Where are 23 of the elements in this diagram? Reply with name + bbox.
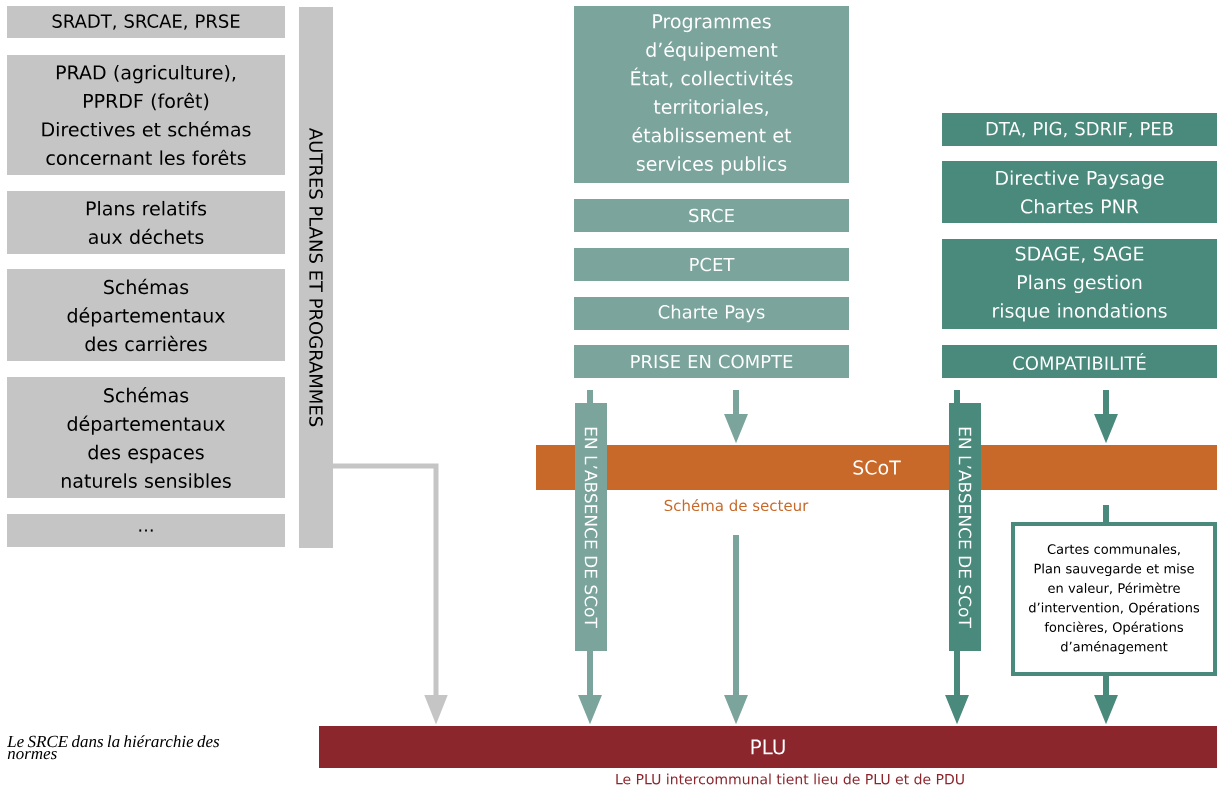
plan-box: SRADT, SRCAE, PRSE	[7, 6, 285, 38]
plan-box: Schémas départementaux des espaces naturels sensibles	[7, 377, 285, 498]
plan-box: DTA, PIG, SDRIF, PEB	[942, 113, 1217, 146]
plan-box: SDAGE, SAGE Plans gestion risque inondations	[942, 239, 1217, 329]
beside-label: Schéma de secteur	[664, 498, 809, 512]
plan-box: PRAD (agriculture), PPRDF (forêt) Directives et schémas concernant les forêts	[7, 55, 285, 175]
plan-box: Directive Paysage Chartes PNR	[942, 161, 1217, 223]
plan-box: PCET	[574, 248, 849, 281]
caption: Le SRCE dans la hiérarchie des normes	[7, 735, 220, 760]
plan-box: Charte Pays	[574, 297, 849, 330]
plan-box: Programmes d’équipement État, collectivités territoriales, établissement et services publics	[574, 6, 849, 183]
plu-band: PLU	[319, 726, 1217, 768]
plan-box: COMPATIBILITÉ	[942, 345, 1217, 378]
plan-box: ...	[7, 514, 285, 547]
plan-box: Plans relatifs aux déchets	[7, 191, 285, 254]
vertical-band: AUTRES PLANS ET PROGRAMMES	[299, 7, 333, 548]
plan-box: Cartes communales, Plan sauvegarde et mise en valeur, Périmètre d’intervention, Opérations foncières, Opérations d’aménagement	[1011, 522, 1217, 676]
plan-box: PRISE EN COMPTE	[574, 345, 849, 378]
plan-box: Schémas départementaux des carrières	[7, 269, 285, 361]
beside-label: Le PLU intercommunal tient lieu de PLU et de PDU	[616, 773, 964, 785]
vertical-band: EN L’ABSENCE DE SCoT	[949, 403, 981, 651]
vertical-band: EN L’ABSENCE DE SCoT	[575, 403, 607, 651]
plan-box: SRCE	[574, 199, 849, 232]
